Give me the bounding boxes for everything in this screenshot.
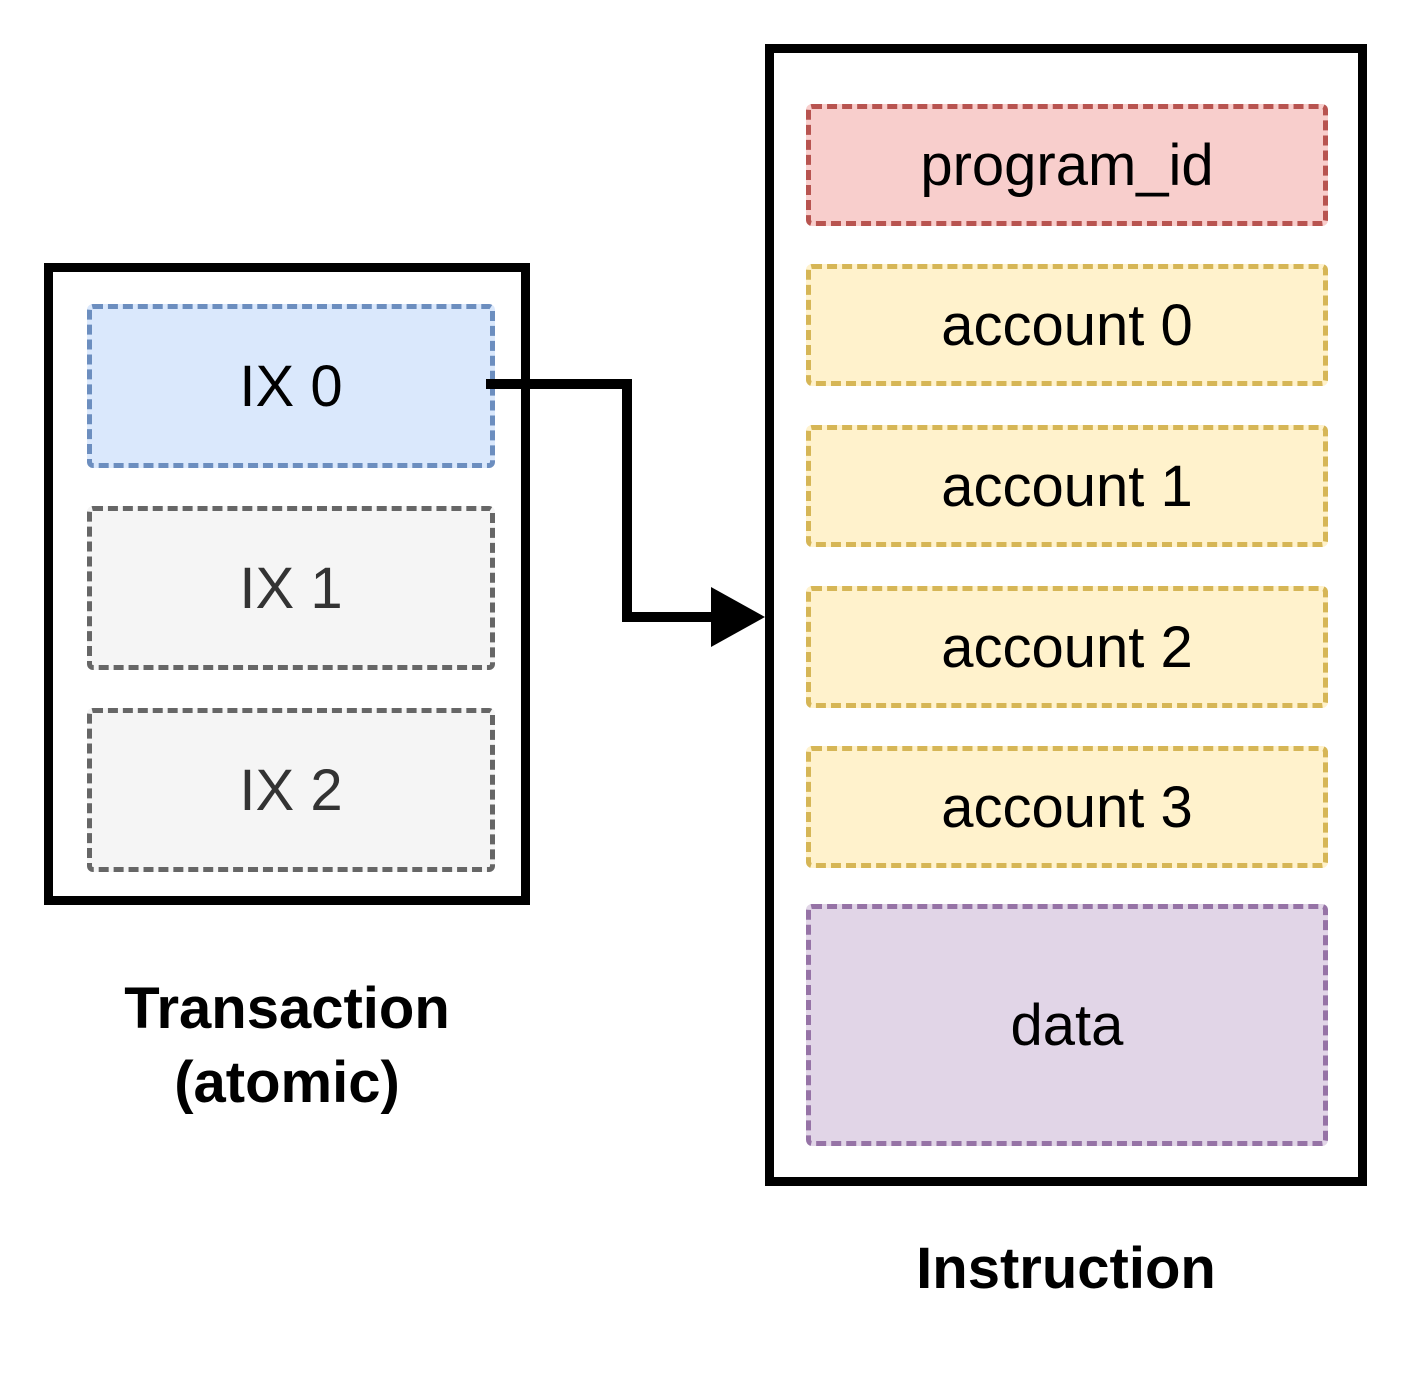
account-0-field: account 0 xyxy=(806,264,1328,386)
transaction-caption-line2: (atomic) xyxy=(174,1050,400,1116)
transaction-caption-line1: Transaction xyxy=(124,976,450,1041)
instruction-frame: program_id account 0 account 1 account 2… xyxy=(765,44,1367,1186)
ix0-label: IX 0 xyxy=(239,353,343,419)
program-id-label: program_id xyxy=(920,132,1214,198)
account-2-label: account 2 xyxy=(941,614,1193,680)
account-1-field: account 1 xyxy=(806,425,1328,547)
ix1-node: IX 1 xyxy=(87,506,495,670)
account-1-label: account 1 xyxy=(941,453,1193,519)
ix2-node: IX 2 xyxy=(87,708,495,872)
data-label: data xyxy=(1010,992,1124,1058)
instruction-caption: Instruction xyxy=(765,1232,1367,1306)
account-0-label: account 0 xyxy=(941,292,1193,358)
ix2-label: IX 2 xyxy=(239,757,343,823)
transaction-frame: IX 0 IX 1 IX 2 xyxy=(44,263,530,905)
account-3-label: account 3 xyxy=(941,774,1193,840)
connector-arrowhead xyxy=(711,587,765,647)
ix0-node: IX 0 xyxy=(87,304,495,468)
ix1-label: IX 1 xyxy=(239,555,343,621)
account-3-field: account 3 xyxy=(806,746,1328,868)
account-2-field: account 2 xyxy=(806,586,1328,708)
instruction-caption-text: Instruction xyxy=(916,1236,1216,1301)
transaction-caption: Transaction (atomic) xyxy=(44,972,530,1120)
program-id-field: program_id xyxy=(806,104,1328,226)
data-field: data xyxy=(806,904,1328,1146)
